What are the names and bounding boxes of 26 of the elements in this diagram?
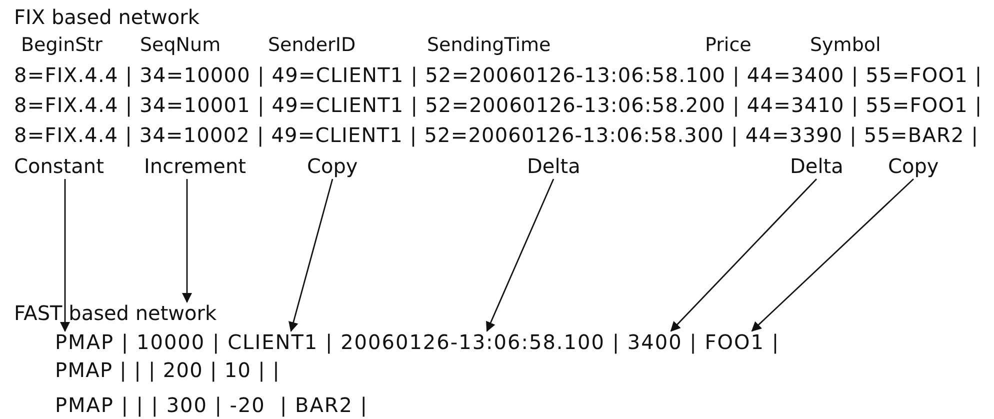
field-header: SeqNum bbox=[140, 35, 221, 57]
arrow bbox=[288, 178, 334, 332]
message-text: PMAP | 10000 | CLIENT1 | 20060126-13:06:58.100 | 3400 | FOO1 | bbox=[55, 331, 780, 354]
field-header: SendingTime bbox=[427, 35, 551, 57]
message-text: PMAP | | | 200 | 10 | | bbox=[55, 359, 280, 382]
encoding-label: Increment bbox=[144, 155, 246, 178]
encoding-label: Copy bbox=[307, 155, 358, 178]
encoding-label: Delta bbox=[527, 155, 580, 178]
message-text: 8=FIX.4.4 | 34=10002 | 49=CLIENT1 | 52=20060126-13:06:58.300 | 44=3390 | 55=BAR2 | bbox=[14, 124, 979, 147]
message-text: 8=FIX.4.4 | 34=10000 | 49=CLIENT1 | 52=20060126-13:06:58.100 | 44=3400 | 55=FOO1 | bbox=[14, 64, 982, 87]
encoding-label: Delta bbox=[790, 155, 844, 178]
arrow bbox=[60, 179, 70, 332]
field-header: Price bbox=[705, 35, 752, 57]
section-heading: FIX based network bbox=[14, 6, 200, 29]
arrow bbox=[670, 178, 817, 332]
encoding-label: Constant bbox=[14, 155, 104, 178]
arrow bbox=[182, 179, 192, 303]
message-text: 8=FIX.4.4 | 34=10001 | 49=CLIENT1 | 52=20060126-13:06:58.200 | 44=3410 | 55=FOO1 | bbox=[14, 94, 982, 117]
field-header: SenderID bbox=[268, 35, 356, 57]
arrow bbox=[486, 178, 554, 332]
field-header: Symbol bbox=[810, 35, 881, 57]
section-heading: FAST based network bbox=[14, 302, 217, 325]
arrow bbox=[751, 178, 914, 332]
encoding-label: Copy bbox=[888, 155, 939, 178]
field-header: BeginStr bbox=[21, 35, 102, 57]
message-text: PMAP | | | 300 | -20 | BAR2 | bbox=[55, 394, 368, 417]
